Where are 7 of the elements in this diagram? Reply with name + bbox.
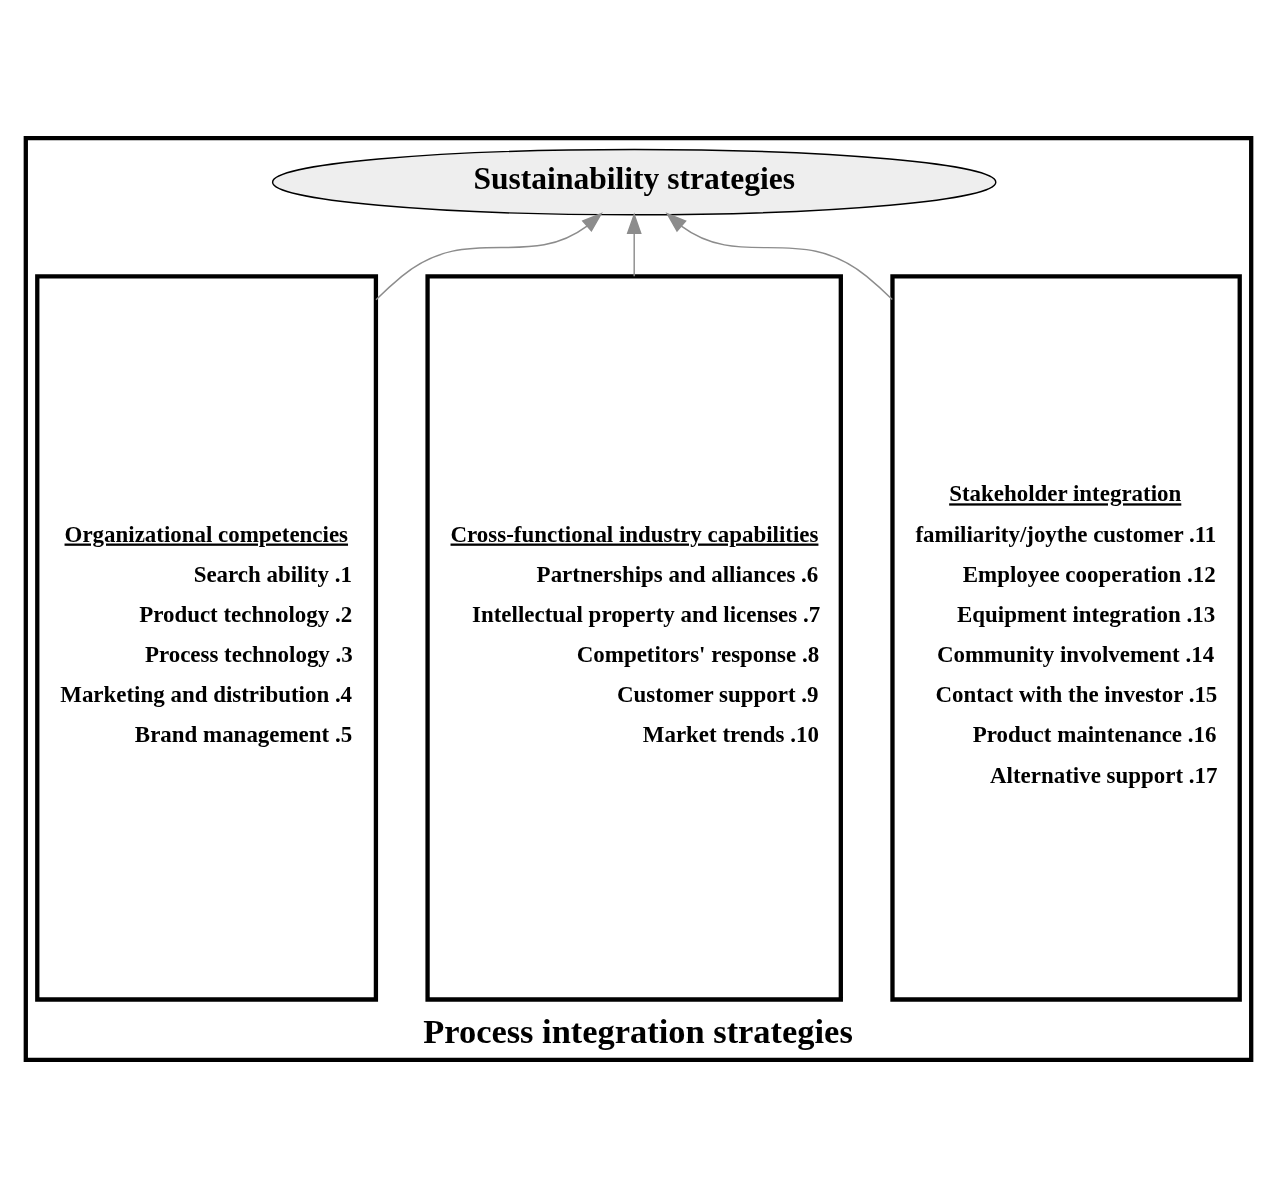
arrow <box>375 212 603 301</box>
node-box: Stakeholder integration familiarity/joythe customer .11 Employee cooperation .12 Equipment integration .13 Community involvement .14 Contact with the investor .15 Product maintenance .16 Alternative support .17 <box>890 274 1242 1002</box>
node-box: Cross-functional industry capabilities Partnerships and alliances .6 Intellectual property and licenses .7 Competitors' response .8 Customer support .9 Market trends .10 <box>425 274 843 1002</box>
node-box: Organizational competencies Search ability .1 Product technology .2 Process technology .3 Marketing and distribution .4 Brand management .5 <box>35 274 379 1002</box>
arrow <box>665 212 893 301</box>
node-ellipse: Sustainability strategies <box>271 148 997 216</box>
arrow <box>626 212 642 278</box>
